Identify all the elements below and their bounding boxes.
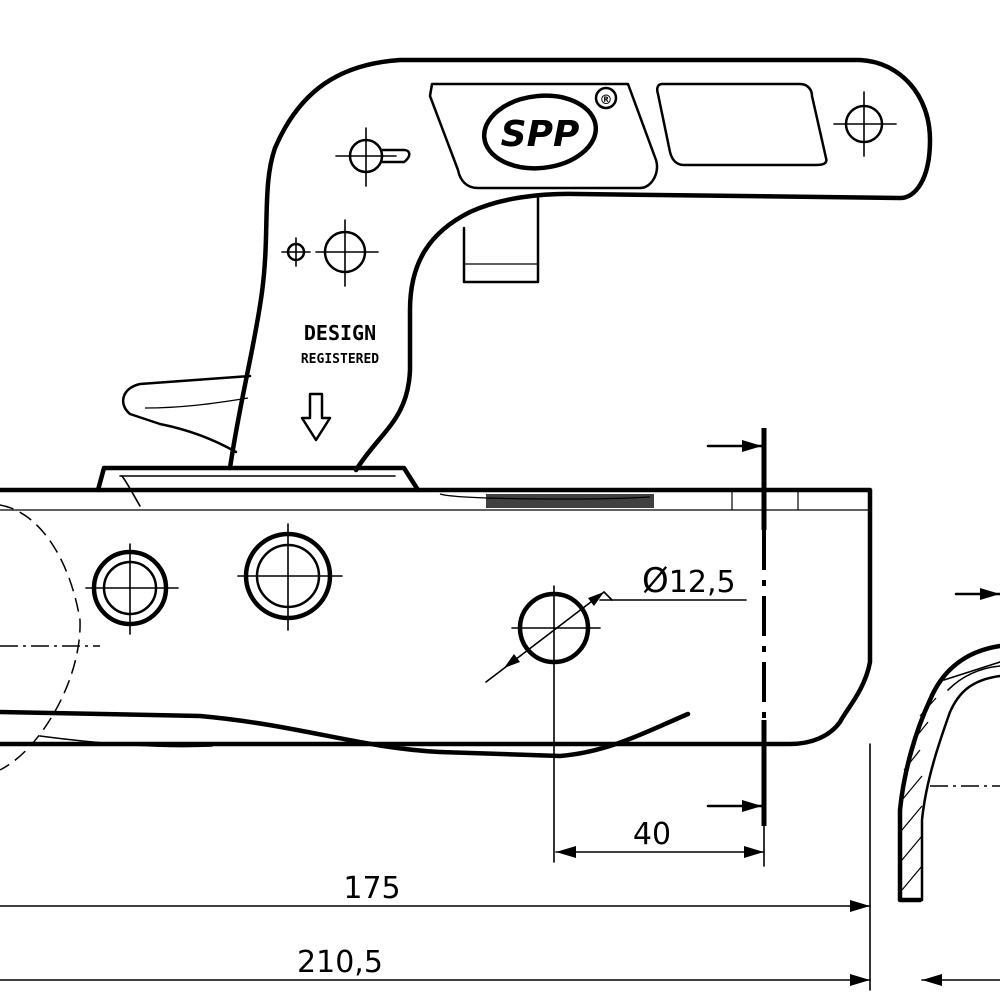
dimension-length-short: 175 (343, 871, 400, 906)
dimension-175: 175 (0, 871, 871, 912)
dimension-hole-diameter: Ø12,5 (642, 561, 736, 601)
registered-mark: ® (600, 93, 613, 108)
section-line (706, 428, 767, 826)
stamp-line1: DESIGN (304, 321, 376, 345)
dimension-210-5: 210,5 (0, 945, 871, 986)
dimension-length-total: 210,5 (297, 945, 383, 980)
design-registered-stamp: DESIGN REGISTERED (300, 321, 379, 442)
dimension-40: 40 (555, 817, 765, 867)
spp-logo: SPP ® (481, 86, 618, 171)
handle-holes (281, 91, 897, 287)
body-rivets (85, 523, 343, 635)
coupling-handle (121, 57, 933, 473)
base-plate (95, 465, 421, 507)
down-arrow-icon (300, 392, 332, 442)
bolt-hole: Ø12,5 (485, 561, 747, 863)
coupling-body (0, 487, 873, 771)
dimension-offset-value: 40 (633, 817, 671, 852)
section-view (897, 588, 1000, 986)
stamp-line2: REGISTERED (301, 352, 379, 367)
logo-text: SPP (501, 114, 580, 155)
engraved-marking (486, 494, 654, 508)
